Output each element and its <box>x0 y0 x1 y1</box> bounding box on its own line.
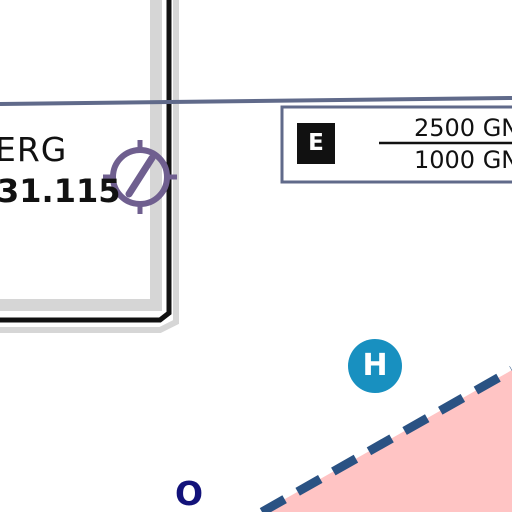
zone-frame-shadow-lower <box>0 0 179 333</box>
heliport-letter: H <box>362 348 388 383</box>
airspace-upper-limit: 2500 GN <box>414 114 512 142</box>
airspace-class-label: E <box>308 130 324 156</box>
airport-name-label: ERG <box>0 130 68 169</box>
airspace-class-badge <box>297 123 335 164</box>
airport-symbol-icon[interactable] <box>103 140 177 214</box>
airspace-boundary-line <box>0 96 512 106</box>
place-label: O <box>175 474 204 513</box>
heliport-icon[interactable] <box>348 339 402 393</box>
zone-frame-border <box>0 0 172 323</box>
restricted-area-boundary <box>259 366 512 516</box>
airspace-lower-limit: 1000 GN <box>414 146 512 174</box>
airport-frequency-label: 31.115 <box>0 172 121 210</box>
airspace-info-box[interactable] <box>280 105 512 184</box>
